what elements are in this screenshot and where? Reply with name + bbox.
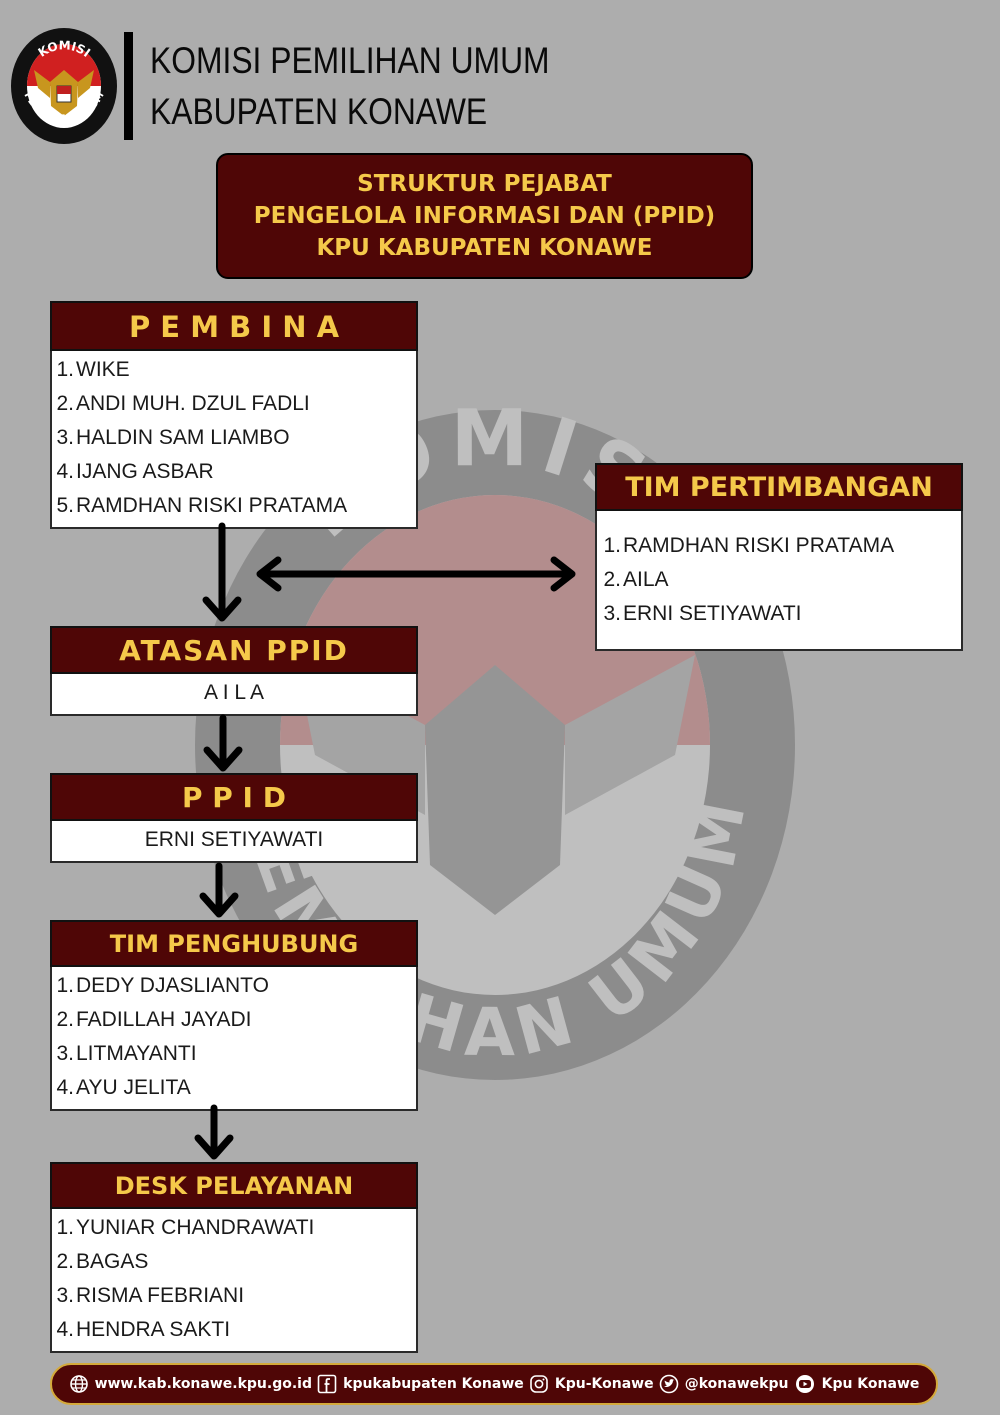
- atasan-ppid-box: ATASAN PPID A I L A: [50, 626, 418, 716]
- footer-instagram[interactable]: Kpu-Konawe: [529, 1374, 654, 1394]
- atasan-ppid-heading: ATASAN PPID: [50, 626, 418, 674]
- footer-website-text: www.kab.konawe.kpu.go.id: [94, 1376, 312, 1392]
- footer-website[interactable]: www.kab.konawe.kpu.go.id: [69, 1374, 312, 1394]
- list-item: 3.HALDIN SAM LIAMBO: [56, 426, 290, 449]
- globe-icon: [69, 1375, 88, 1393]
- header-divider: [124, 32, 133, 140]
- kpu-logo: KOMISI PEMILIHAN UMUM: [11, 28, 117, 144]
- tim-pertimbangan-list: 1.RAMDHAN RISKI PRATAMA 2.AILA 3.ERNI SE…: [595, 511, 963, 651]
- list-item: 3.ERNI SETIYAWATI: [603, 602, 802, 625]
- footer-facebook-text: kpukabupaten Konawe: [343, 1376, 524, 1392]
- footer-instagram-text: Kpu-Konawe: [554, 1376, 654, 1392]
- footer-facebook[interactable]: kpukabupaten Konawe: [317, 1374, 524, 1394]
- pembina-box: P E M B I N A 1.WIKE 2.ANDI MUH. DZUL FA…: [50, 301, 418, 529]
- footer-twitter[interactable]: @konawekpu: [659, 1374, 789, 1394]
- pembina-list: 1.WIKE 2.ANDI MUH. DZUL FADLI 3.HALDIN S…: [50, 351, 418, 529]
- pembina-heading: P E M B I N A: [50, 301, 418, 351]
- tim-penghubung-box: TIM PENGHUBUNG 1.DEDY DJASLIANTO 2.FADIL…: [50, 920, 418, 1111]
- ppid-name: ERNI SETIYAWATI: [144, 828, 324, 851]
- list-item: 4.AYU JELITA: [56, 1076, 191, 1099]
- footer-twitter-text: @konawekpu: [684, 1376, 789, 1392]
- desk-pelayanan-list: 1.YUNIAR CHANDRAWATI 2.BAGAS 3.RISMA FEB…: [50, 1209, 418, 1353]
- arrow-atasan-to-ppid: [203, 714, 243, 772]
- tim-penghubung-heading: TIM PENGHUBUNG: [50, 920, 418, 967]
- org-name-line1: KOMISI PEMILIHAN UMUM: [150, 40, 550, 81]
- desk-pelayanan-heading: DESK PELAYANAN: [50, 1162, 418, 1209]
- list-item: 2.BAGAS: [56, 1250, 149, 1273]
- tim-pertimbangan-heading: TIM PERTIMBANGAN: [595, 463, 963, 511]
- footer-youtube-text: Kpu Konawe: [821, 1376, 920, 1392]
- list-item: 5.RAMDHAN RISKI PRATAMA: [56, 494, 348, 517]
- footer-youtube[interactable]: Kpu Konawe: [794, 1374, 920, 1394]
- list-item: 1.RAMDHAN RISKI PRATAMA: [603, 534, 895, 557]
- title-box: STRUKTUR PEJABAT PENGELOLA INFORMASI DAN…: [216, 153, 753, 279]
- twitter-icon: [659, 1374, 679, 1394]
- ppid-body: ERNI SETIYAWATI: [50, 821, 418, 863]
- arrow-bidirectional-pertimbangan: [256, 556, 576, 592]
- ppid-heading: P P I D: [50, 773, 418, 821]
- arrow-ppid-to-penghubung: [199, 862, 239, 918]
- tim-penghubung-list: 1.DEDY DJASLIANTO 2.FADILLAH JAYADI 3.LI…: [50, 967, 418, 1111]
- list-item: 2.AILA: [603, 568, 669, 591]
- footer-social-bar: www.kab.konawe.kpu.go.id kpukabupaten Ko…: [50, 1363, 938, 1405]
- logo-top-text: KOMISI: [36, 38, 93, 60]
- list-item: 4.HENDRA SAKTI: [56, 1318, 231, 1341]
- arrow-penghubung-to-desk: [194, 1104, 234, 1160]
- list-item: 2.ANDI MUH. DZUL FADLI: [56, 392, 310, 415]
- list-item: 1.DEDY DJASLIANTO: [56, 974, 269, 997]
- list-item: 3.RISMA FEBRIANI: [56, 1284, 245, 1307]
- atasan-ppid-name: A I L A: [204, 681, 264, 704]
- arrow-pembina-to-atasan: [202, 522, 242, 622]
- title-line2: PENGELOLA INFORMASI DAN (PPID): [253, 203, 716, 229]
- instagram-icon: [530, 1375, 548, 1393]
- list-item: 1.YUNIAR CHANDRAWATI: [56, 1216, 315, 1239]
- org-name-line2: KABUPATEN KONAWE: [150, 91, 488, 132]
- title-line1: STRUKTUR PEJABAT: [357, 171, 612, 197]
- list-item: 1.WIKE: [56, 358, 130, 381]
- youtube-icon: [795, 1375, 814, 1393]
- desk-pelayanan-box: DESK PELAYANAN 1.YUNIAR CHANDRAWATI 2.BA…: [50, 1162, 418, 1353]
- list-item: 4.IJANG ASBAR: [56, 460, 214, 483]
- title-line3: KPU KABUPATEN KONAWE: [316, 235, 653, 261]
- atasan-ppid-body: A I L A: [50, 674, 418, 716]
- garuda-emblem-icon: [34, 70, 94, 116]
- list-item: 3.LITMAYANTI: [56, 1042, 197, 1065]
- tim-pertimbangan-box: TIM PERTIMBANGAN 1.RAMDHAN RISKI PRATAMA…: [595, 463, 963, 651]
- list-item: 2.FADILLAH JAYADI: [56, 1008, 252, 1031]
- facebook-icon: [317, 1374, 337, 1394]
- svg-text:KOMISI: KOMISI: [36, 38, 93, 60]
- ppid-box: P P I D ERNI SETIYAWATI: [50, 773, 418, 863]
